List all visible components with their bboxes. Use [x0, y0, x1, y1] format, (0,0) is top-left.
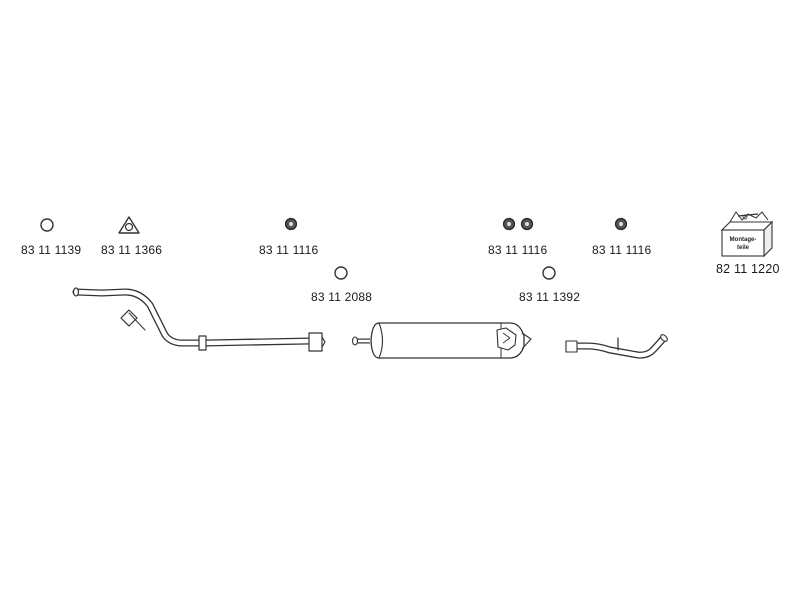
tail-pipe-icon	[565, 334, 668, 359]
part-number-label: 83 11 1116	[592, 243, 652, 257]
rubber-hanger-icon	[614, 217, 628, 231]
part-number-label: 83 11 1116	[488, 243, 548, 257]
rubber-hanger-icon	[284, 217, 298, 231]
part-number-label: 83 11 1392	[519, 290, 581, 304]
part-number-label: 83 11 1366	[101, 243, 163, 257]
ring-icon	[40, 218, 54, 232]
double-rubber-hanger-icon	[502, 217, 534, 231]
ring-icon	[542, 266, 556, 280]
muffler-icon	[351, 322, 532, 359]
front-pipe-icon	[72, 287, 326, 352]
kit-caption-line1: Montage-	[730, 237, 757, 243]
ring-icon	[334, 266, 348, 280]
part-number-label: 83 11 1139	[21, 243, 82, 257]
part-number-label: 82 11 1220	[716, 262, 780, 276]
triangular-gasket-icon	[118, 216, 140, 234]
part-number-label: 83 11 1116	[259, 243, 319, 257]
part-number-label: 83 11 2088	[311, 290, 373, 304]
mounting-kit-box-icon: Montage- teile	[720, 211, 774, 258]
kit-caption-line2: teile	[737, 245, 750, 251]
